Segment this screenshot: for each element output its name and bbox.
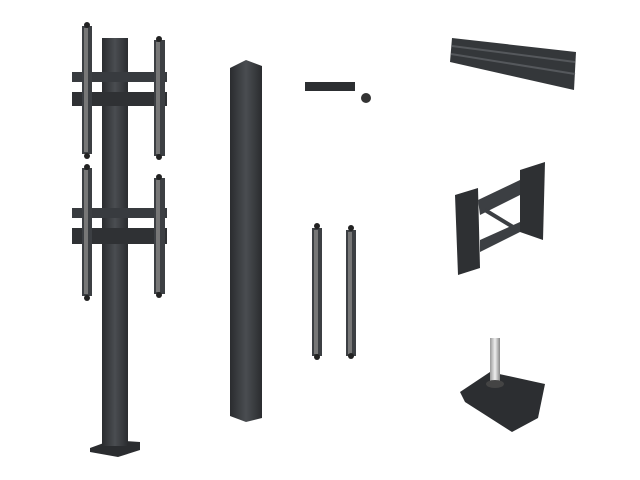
vertical-rails — [312, 223, 356, 360]
mount-upper — [72, 22, 167, 160]
mount-lower — [72, 164, 167, 301]
extension-pole — [230, 60, 262, 422]
knob-icon — [361, 93, 371, 103]
base-with-spigot — [460, 338, 545, 432]
floor-stand-assembled — [72, 22, 167, 457]
connector-bar — [305, 82, 371, 103]
wall-bracket — [455, 162, 545, 275]
horizontal-rail — [450, 38, 576, 90]
